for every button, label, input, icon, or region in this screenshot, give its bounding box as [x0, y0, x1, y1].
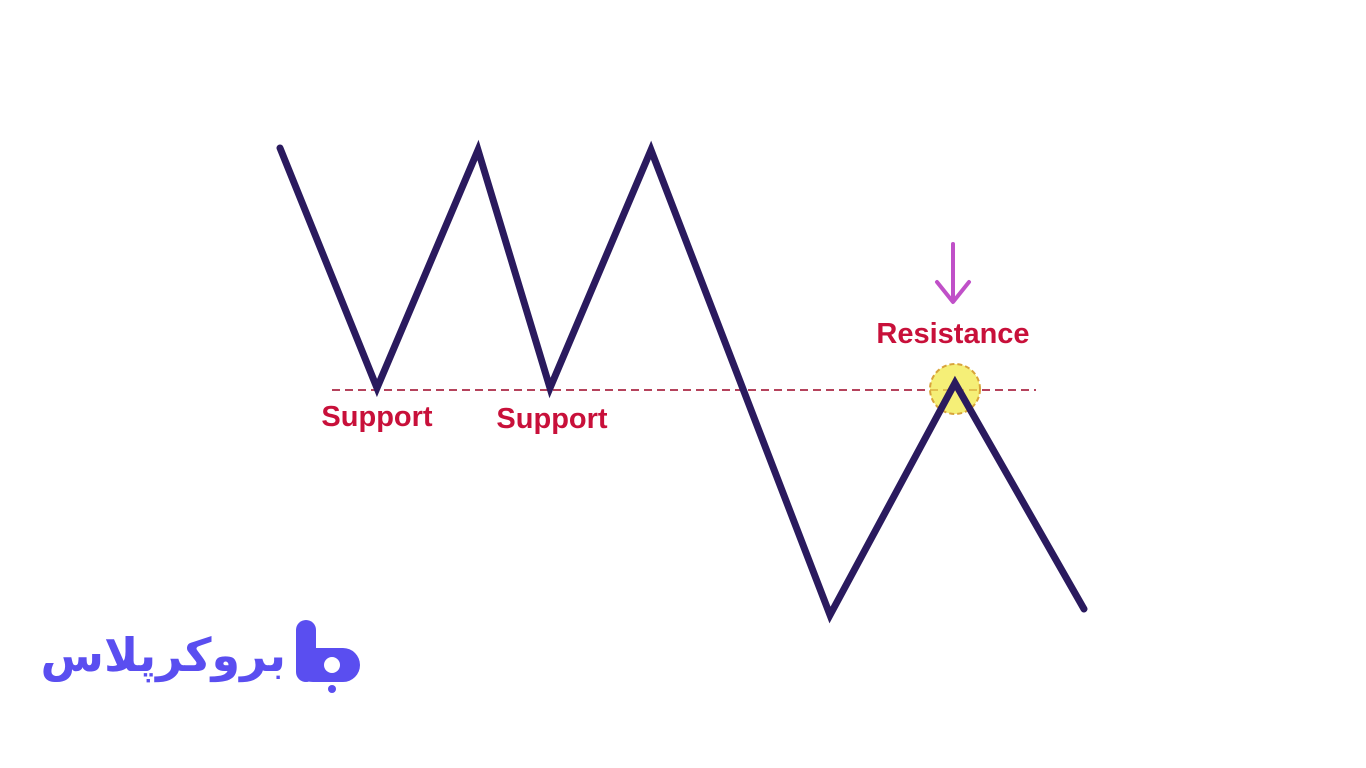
price-zigzag-line [276, 139, 1088, 624]
broker-plus-logo-icon [296, 620, 360, 693]
down-arrow-icon [935, 242, 971, 304]
broker-plus-logo: بروکرپلاس [40, 618, 368, 694]
support-label-2: Support [496, 403, 607, 435]
support-label-1: Support [321, 401, 432, 433]
logo-text: بروکرپلاس [40, 628, 286, 682]
resistance-label: Resistance [876, 318, 1029, 350]
